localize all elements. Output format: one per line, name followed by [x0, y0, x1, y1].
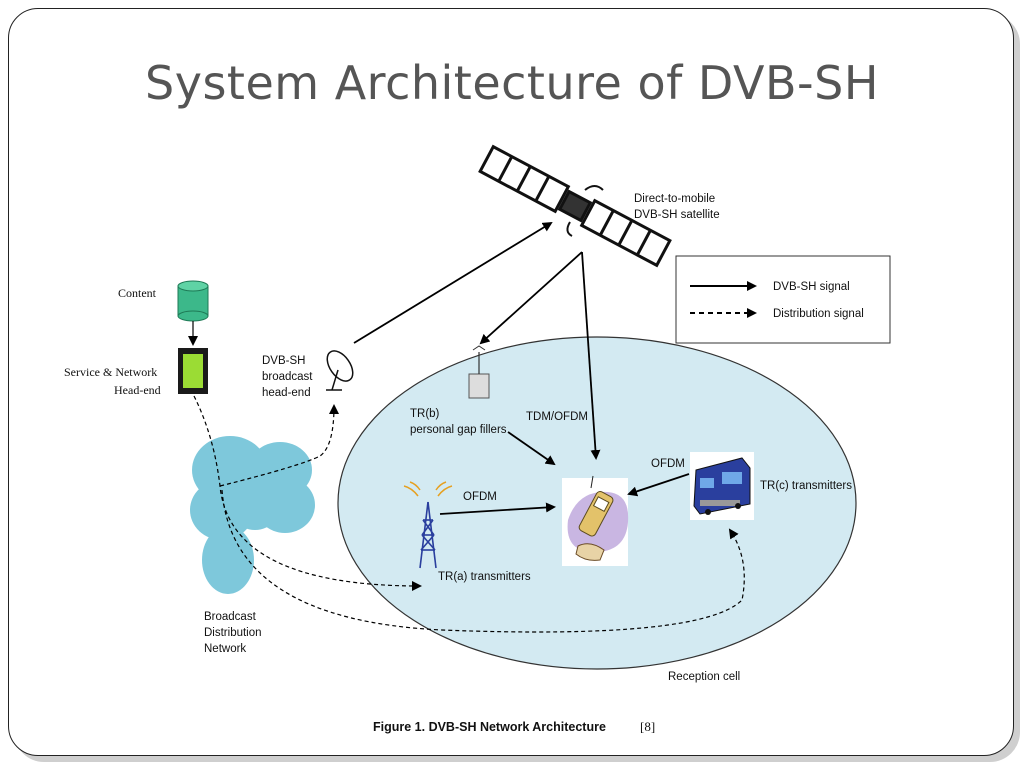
signal-waves-icon [403, 481, 453, 497]
figure-caption: Figure 1. DVB-SH Network Architecture [373, 720, 606, 734]
transmitter-tower-icon [419, 501, 437, 569]
broadcast-headend-label-line2: broadcast [262, 371, 313, 383]
broadcast-headend-label-line3: head-end [262, 387, 311, 399]
tr-c-label: TR(c) transmitters [760, 480, 852, 492]
broadcast-network-label-line3: Network [204, 643, 246, 655]
transmitter-vehicle-icon [690, 452, 754, 520]
headend-server-icon [178, 348, 208, 394]
satellite-icon [478, 144, 672, 268]
tr-b-label-line1: TR(b) [410, 408, 440, 420]
headend-label-line2: Head-end [114, 383, 161, 397]
broadcast-network-label-line1: Broadcast [204, 611, 257, 623]
broadcast-network-cloud [190, 436, 315, 594]
content-label: Content [118, 286, 157, 300]
broadcast-headend-label-line1: DVB-SH [262, 355, 305, 367]
broadcast-network-label-line2: Distribution [204, 627, 262, 639]
content-database-icon [177, 280, 209, 322]
satellite-label-line1: Direct-to-mobile [634, 193, 715, 205]
tr-b-label-line2: personal gap fillers [410, 424, 507, 436]
ofdm-right-label: OFDM [651, 458, 685, 470]
figure-reference: [8] [640, 719, 655, 734]
slide-title: System Architecture of DVB-SH [145, 56, 879, 110]
satellite-label-line2: DVB-SH satellite [634, 209, 720, 221]
tr-a-label: TR(a) transmitters [438, 571, 531, 583]
legend: DVB-SH signal Distribution signal [675, 255, 891, 344]
distribution-signal-paths [193, 395, 745, 633]
tdm-ofdm-label: TDM/OFDM [526, 411, 588, 423]
gap-filler-icon [468, 345, 490, 399]
mobile-phone-icon [562, 475, 629, 566]
headend-label-line1: Service & Network [64, 365, 157, 379]
dvb-sh-signal-arrows [353, 221, 690, 515]
legend-solid-label: DVB-SH signal [773, 281, 850, 293]
ofdm-left-label: OFDM [463, 491, 497, 503]
satellite-dish-icon [326, 350, 354, 391]
reception-cell-label: Reception cell [668, 671, 740, 683]
legend-dashed-label: Distribution signal [773, 308, 864, 320]
